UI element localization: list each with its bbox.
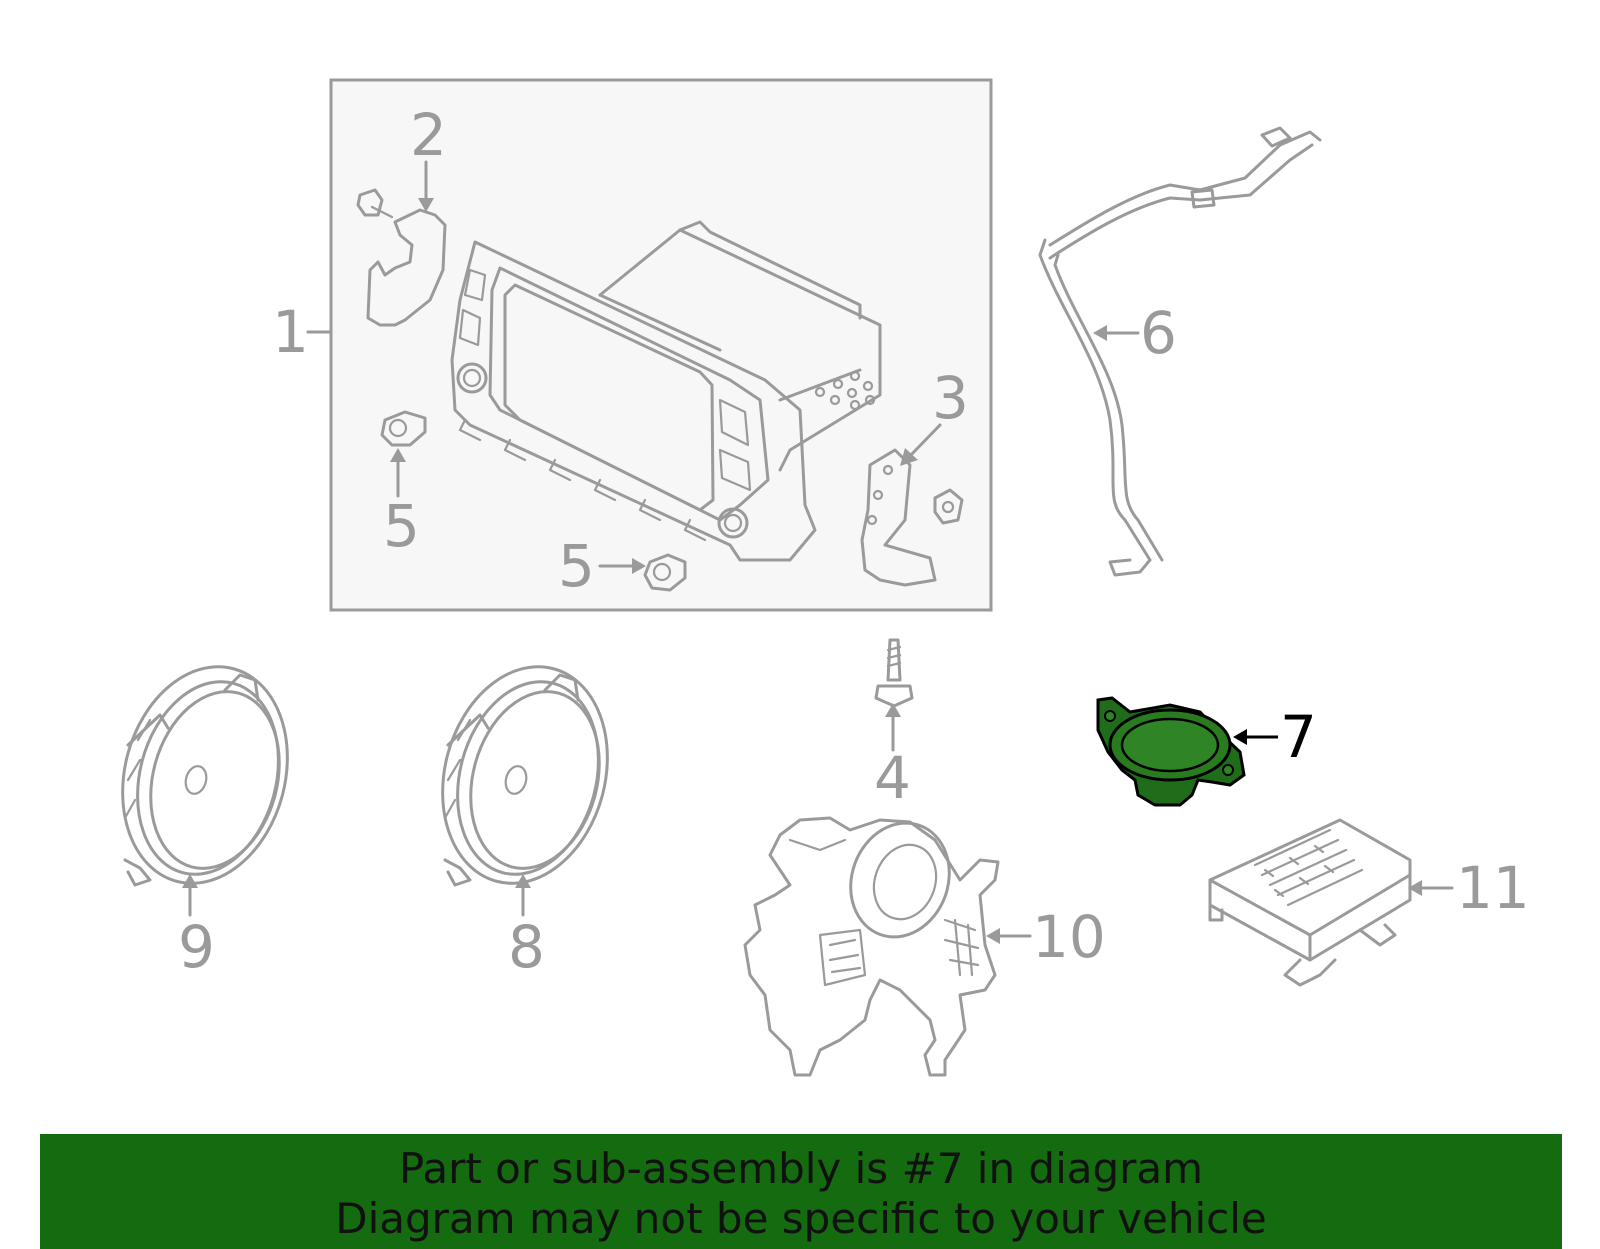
callout-7: 7	[1280, 703, 1317, 771]
callout-6: 6	[1140, 299, 1177, 367]
callout-10: 10	[1032, 903, 1106, 971]
callout-3: 3	[932, 364, 969, 432]
callout-2: 2	[410, 101, 447, 169]
speaker-9[interactable]	[99, 648, 310, 902]
callout-9: 9	[178, 913, 215, 981]
banner-line-1: Part or sub-assembly is #7 in diagram	[398, 1144, 1204, 1193]
screw-4[interactable]	[874, 638, 914, 708]
info-banner: Part or sub-assembly is #7 in diagram Di…	[40, 1134, 1562, 1249]
callout-5a: 5	[383, 492, 420, 560]
callout-5b: 5	[558, 532, 595, 600]
banner-line-2: Diagram may not be specific to your vehi…	[335, 1194, 1267, 1243]
tweeter-speaker-7[interactable]	[1096, 696, 1246, 807]
callout-1: 1	[272, 298, 309, 366]
screw-5a[interactable]	[380, 410, 427, 447]
screw-5b[interactable]	[643, 553, 687, 592]
head-unit-display[interactable]	[450, 220, 882, 562]
leader-lines	[182, 160, 1454, 944]
amplifier-11[interactable]	[1208, 818, 1412, 987]
bracket-right[interactable]	[860, 448, 964, 587]
callout-4: 4	[874, 744, 911, 812]
wire-harness[interactable]	[1038, 126, 1322, 577]
callout-8: 8	[508, 913, 545, 981]
bracket-left[interactable]	[356, 188, 447, 327]
speaker-8[interactable]	[419, 648, 630, 902]
callout-11: 11	[1456, 854, 1530, 922]
subwoofer-bracket-10[interactable]	[743, 809, 1000, 1077]
